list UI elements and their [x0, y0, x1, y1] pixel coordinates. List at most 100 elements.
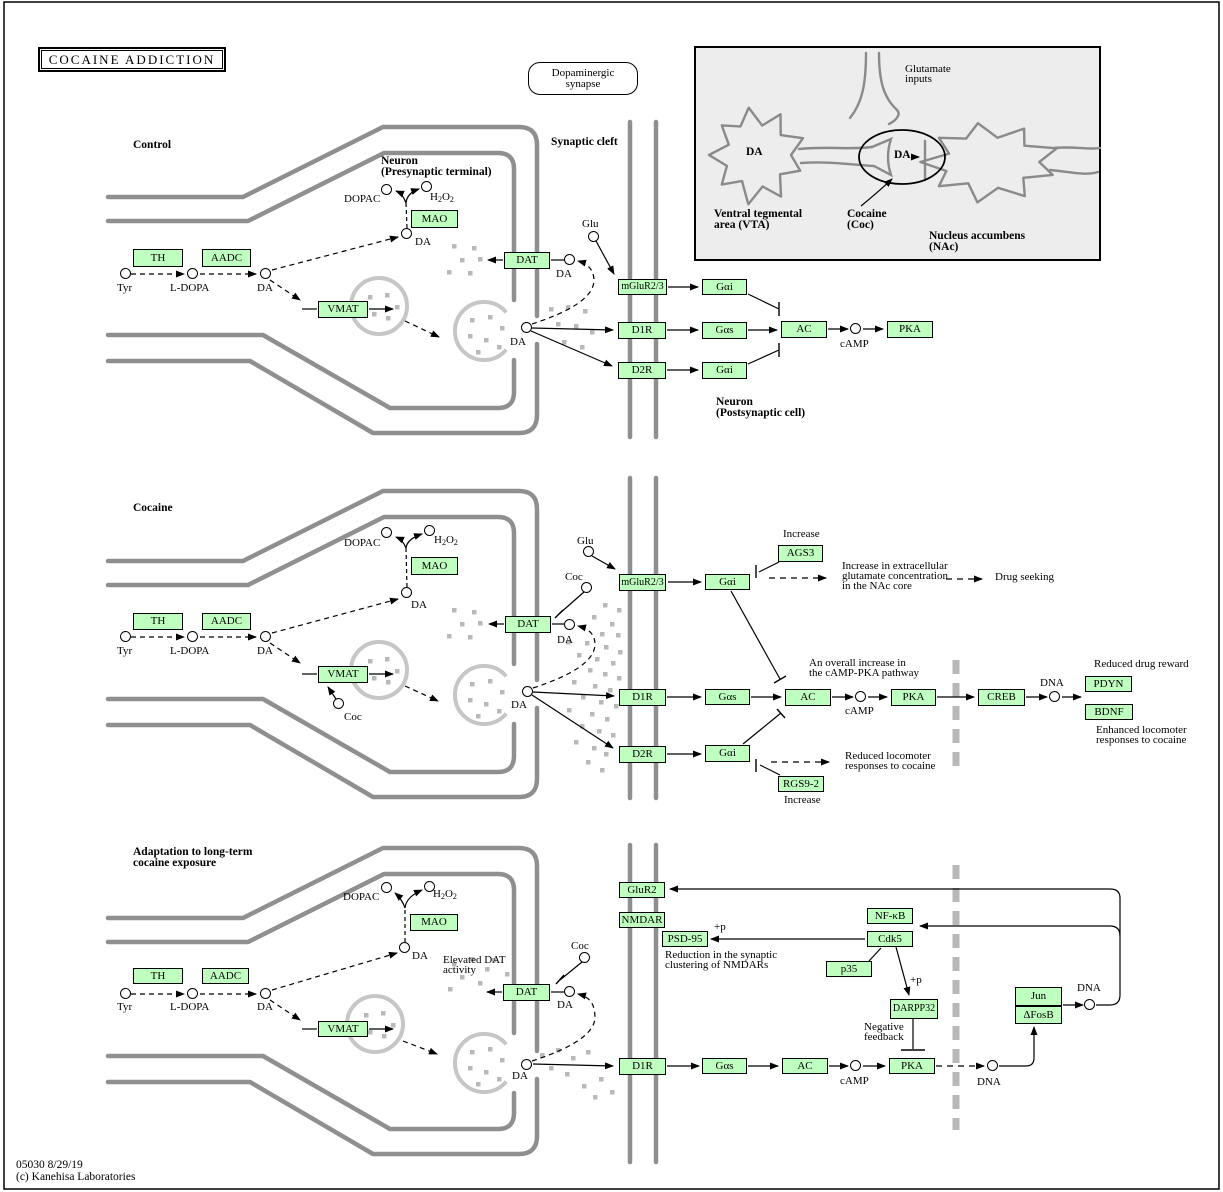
compound-a-h2o2[interactable] [424, 881, 435, 892]
compound-c-glu[interactable] [588, 231, 599, 242]
compound-c-da-mouth[interactable] [521, 322, 532, 333]
gene-box-k-pka[interactable]: PKA [891, 689, 936, 706]
label-a-ldopa-l: L-DOPA [170, 1001, 210, 1013]
gene-box-k-creb[interactable]: CREB [978, 689, 1025, 706]
compound-a-ldopa[interactable] [187, 988, 198, 999]
label-k-da1-l: DA [257, 645, 273, 657]
gene-box-k-bdnf[interactable]: BDNF [1085, 704, 1133, 720]
label-header-adaptation: Adaptation to long-term cocaine exposure [133, 846, 253, 869]
label-k-overall-increase: An overall increase in the cAMP-PKA path… [809, 657, 919, 679]
label-a-tyr-l: Tyr [117, 1001, 133, 1013]
gene-box-a-ac[interactable]: AC [782, 1058, 828, 1074]
gene-box-a-darpp32[interactable]: DARPP32 [890, 999, 938, 1019]
compound-a-da-mao[interactable] [399, 942, 410, 953]
dopaminergic-synapse-link[interactable]: Dopaminergic synapse [528, 62, 638, 95]
compound-k-coc-vmat[interactable] [333, 698, 344, 709]
gene-box-c-gas[interactable]: Gαs [702, 322, 747, 339]
label-a-da-mao-l: DA [412, 950, 428, 962]
compound-a-tyr[interactable] [120, 988, 131, 999]
gene-box-c-mglur23[interactable]: mGluR2/3 [618, 279, 667, 295]
compound-a-dopac[interactable] [381, 882, 392, 893]
compound-k-tyr[interactable] [120, 631, 131, 642]
gene-box-c-vmat[interactable]: VMAT [318, 301, 368, 318]
gene-box-c-aadc[interactable]: AADC [202, 249, 251, 267]
gene-box-k-ac[interactable]: AC [785, 689, 831, 706]
label-a-reduction-nmdar: Reduction in the synaptic clustering of … [665, 949, 778, 971]
gene-box-c-gai-2[interactable]: Gαi [702, 362, 747, 379]
gene-box-a-psd95[interactable]: PSD-95 [662, 931, 708, 947]
compound-a-da-mouth[interactable] [521, 1059, 532, 1070]
compound-c-tyr[interactable] [120, 268, 131, 279]
compound-c-dopac[interactable] [381, 184, 392, 195]
cocaine-pointer-arrow [860, 178, 893, 207]
compound-c-da-mao[interactable] [401, 228, 412, 239]
gene-box-c-mao[interactable]: MAO [411, 210, 458, 228]
label-c-da-mouth-l: DA [510, 336, 526, 348]
compound-a-da-dat[interactable] [564, 986, 575, 997]
gene-box-k-pdyn[interactable]: PDYN [1085, 676, 1132, 692]
gene-box-k-d2r[interactable]: D2R [619, 746, 666, 763]
compound-k-dna[interactable] [1049, 691, 1060, 702]
gene-box-c-d1r[interactable]: D1R [618, 322, 666, 339]
compound-k-da-mao[interactable] [401, 587, 412, 598]
compound-a-dna-low[interactable] [987, 1060, 998, 1071]
compound-a-dna-high[interactable] [1084, 999, 1095, 1010]
compound-a-camp[interactable] [850, 1060, 861, 1071]
gene-box-k-rgs92[interactable]: RGS9-2 [778, 776, 824, 792]
compound-a-da1[interactable] [260, 988, 271, 999]
gene-box-k-dat[interactable]: DAT [505, 616, 551, 633]
gene-box-k-ags3[interactable]: AGS3 [778, 545, 823, 562]
gene-box-a-nmdar[interactable]: NMDAR [619, 912, 665, 928]
compound-c-da-dat[interactable] [564, 254, 575, 265]
gene-box-c-pka[interactable]: PKA [887, 321, 933, 338]
gene-box-c-d2r[interactable]: D2R [618, 362, 666, 379]
gene-box-c-dat[interactable]: DAT [504, 252, 550, 269]
gene-box-k-mglur23[interactable]: mGluR2/3 [619, 574, 666, 591]
gene-box-a-gas[interactable]: Gαs [702, 1058, 747, 1074]
compound-k-glu[interactable] [583, 546, 594, 557]
compound-k-camp[interactable] [855, 691, 866, 702]
compound-c-camp[interactable] [850, 323, 861, 334]
gene-box-a-cdk5[interactable]: Cdk5 [867, 931, 913, 947]
gene-box-k-gas[interactable]: Gαs [705, 689, 750, 705]
gene-box-k-mao[interactable]: MAO [411, 557, 458, 575]
compound-k-da1[interactable] [260, 631, 271, 642]
gene-box-a-glur2[interactable]: GluR2 [619, 882, 665, 898]
gene-box-k-gai-1[interactable]: Gαi [705, 574, 750, 590]
compound-c-da1[interactable] [260, 268, 271, 279]
gene-box-a-dat[interactable]: DAT [503, 984, 550, 1001]
label-k-tyr-l: Tyr [117, 645, 133, 657]
gene-box-k-d1r[interactable]: D1R [619, 689, 666, 706]
pathway-title: COCAINE ADDICTION [41, 50, 223, 69]
gene-box-a-dfosb[interactable]: ΔFosB [1015, 1006, 1062, 1024]
compound-k-dopac[interactable] [381, 527, 392, 538]
compound-k-h2o2[interactable] [424, 525, 435, 536]
gene-box-k-aadc[interactable]: AADC [202, 613, 251, 630]
label-c-h2o2-l: H2O2 [430, 191, 454, 205]
label-a-h2o2-l: H2O2 [433, 888, 457, 902]
gene-box-a-aadc[interactable]: AADC [202, 968, 249, 984]
gene-box-a-jun[interactable]: Jun [1015, 987, 1062, 1006]
gene-box-a-d1r[interactable]: D1R [619, 1058, 666, 1075]
gene-box-c-gai-1[interactable]: Gαi [702, 279, 747, 295]
gene-box-a-pka[interactable]: PKA [889, 1058, 935, 1074]
compound-k-coc-dat[interactable] [581, 582, 592, 593]
gene-box-c-ac[interactable]: AC [781, 321, 827, 338]
compound-k-da-dat[interactable] [564, 619, 575, 630]
gene-box-a-mao[interactable]: MAO [410, 914, 458, 931]
gene-box-k-vmat[interactable]: VMAT [318, 666, 368, 683]
gene-box-a-th[interactable]: TH [133, 968, 183, 984]
gene-box-a-nfkb[interactable]: NF-κB [867, 908, 913, 924]
gene-box-a-vmat[interactable]: VMAT [318, 1021, 368, 1037]
compound-k-da-mouth[interactable] [522, 686, 533, 697]
compound-c-ldopa[interactable] [187, 268, 198, 279]
label-c-glu-l: Glu [582, 218, 599, 230]
compound-k-ldopa[interactable] [187, 631, 198, 642]
gene-box-k-gai-2[interactable]: Gαi [705, 745, 750, 762]
gene-box-a-p35[interactable]: p35 [826, 961, 872, 977]
gene-box-c-th[interactable]: TH [133, 249, 183, 267]
compound-a-coc-dat[interactable] [579, 952, 590, 963]
label-header-cocaine: Cocaine [133, 502, 173, 514]
compound-c-h2o2[interactable] [421, 181, 432, 192]
gene-box-k-th[interactable]: TH [133, 613, 183, 630]
